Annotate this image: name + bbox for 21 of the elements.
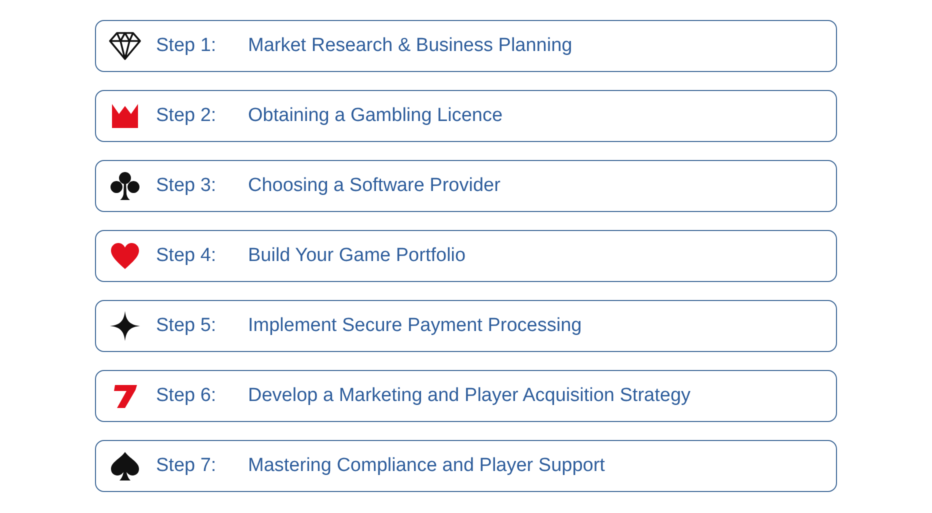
step-number: Step 7: — [156, 455, 216, 477]
step-number: Step 6: — [156, 385, 216, 407]
step-box — [95, 230, 837, 282]
step-box — [95, 370, 837, 422]
step-title: Develop a Marketing and Player Acquisition Strategy — [248, 385, 691, 407]
step-title: Implement Secure Payment Processing — [248, 315, 582, 337]
step-box — [95, 440, 837, 492]
step-number: Step 4: — [156, 245, 216, 267]
step-number: Step 5: — [156, 315, 216, 337]
step-title: Build Your Game Portfolio — [248, 245, 466, 267]
step-title: Obtaining a Gambling Licence — [248, 105, 503, 127]
step-number: Step 2: — [156, 105, 216, 127]
step-box — [95, 90, 837, 142]
step-number: Step 1: — [156, 35, 216, 57]
step-title: Choosing a Software Provider — [248, 175, 500, 197]
step-box — [95, 20, 837, 72]
step-number: Step 3: — [156, 175, 216, 197]
step-title: Market Research & Business Planning — [248, 35, 572, 57]
step-box — [95, 160, 837, 212]
step-title: Mastering Compliance and Player Support — [248, 455, 605, 477]
step-box — [95, 300, 837, 352]
